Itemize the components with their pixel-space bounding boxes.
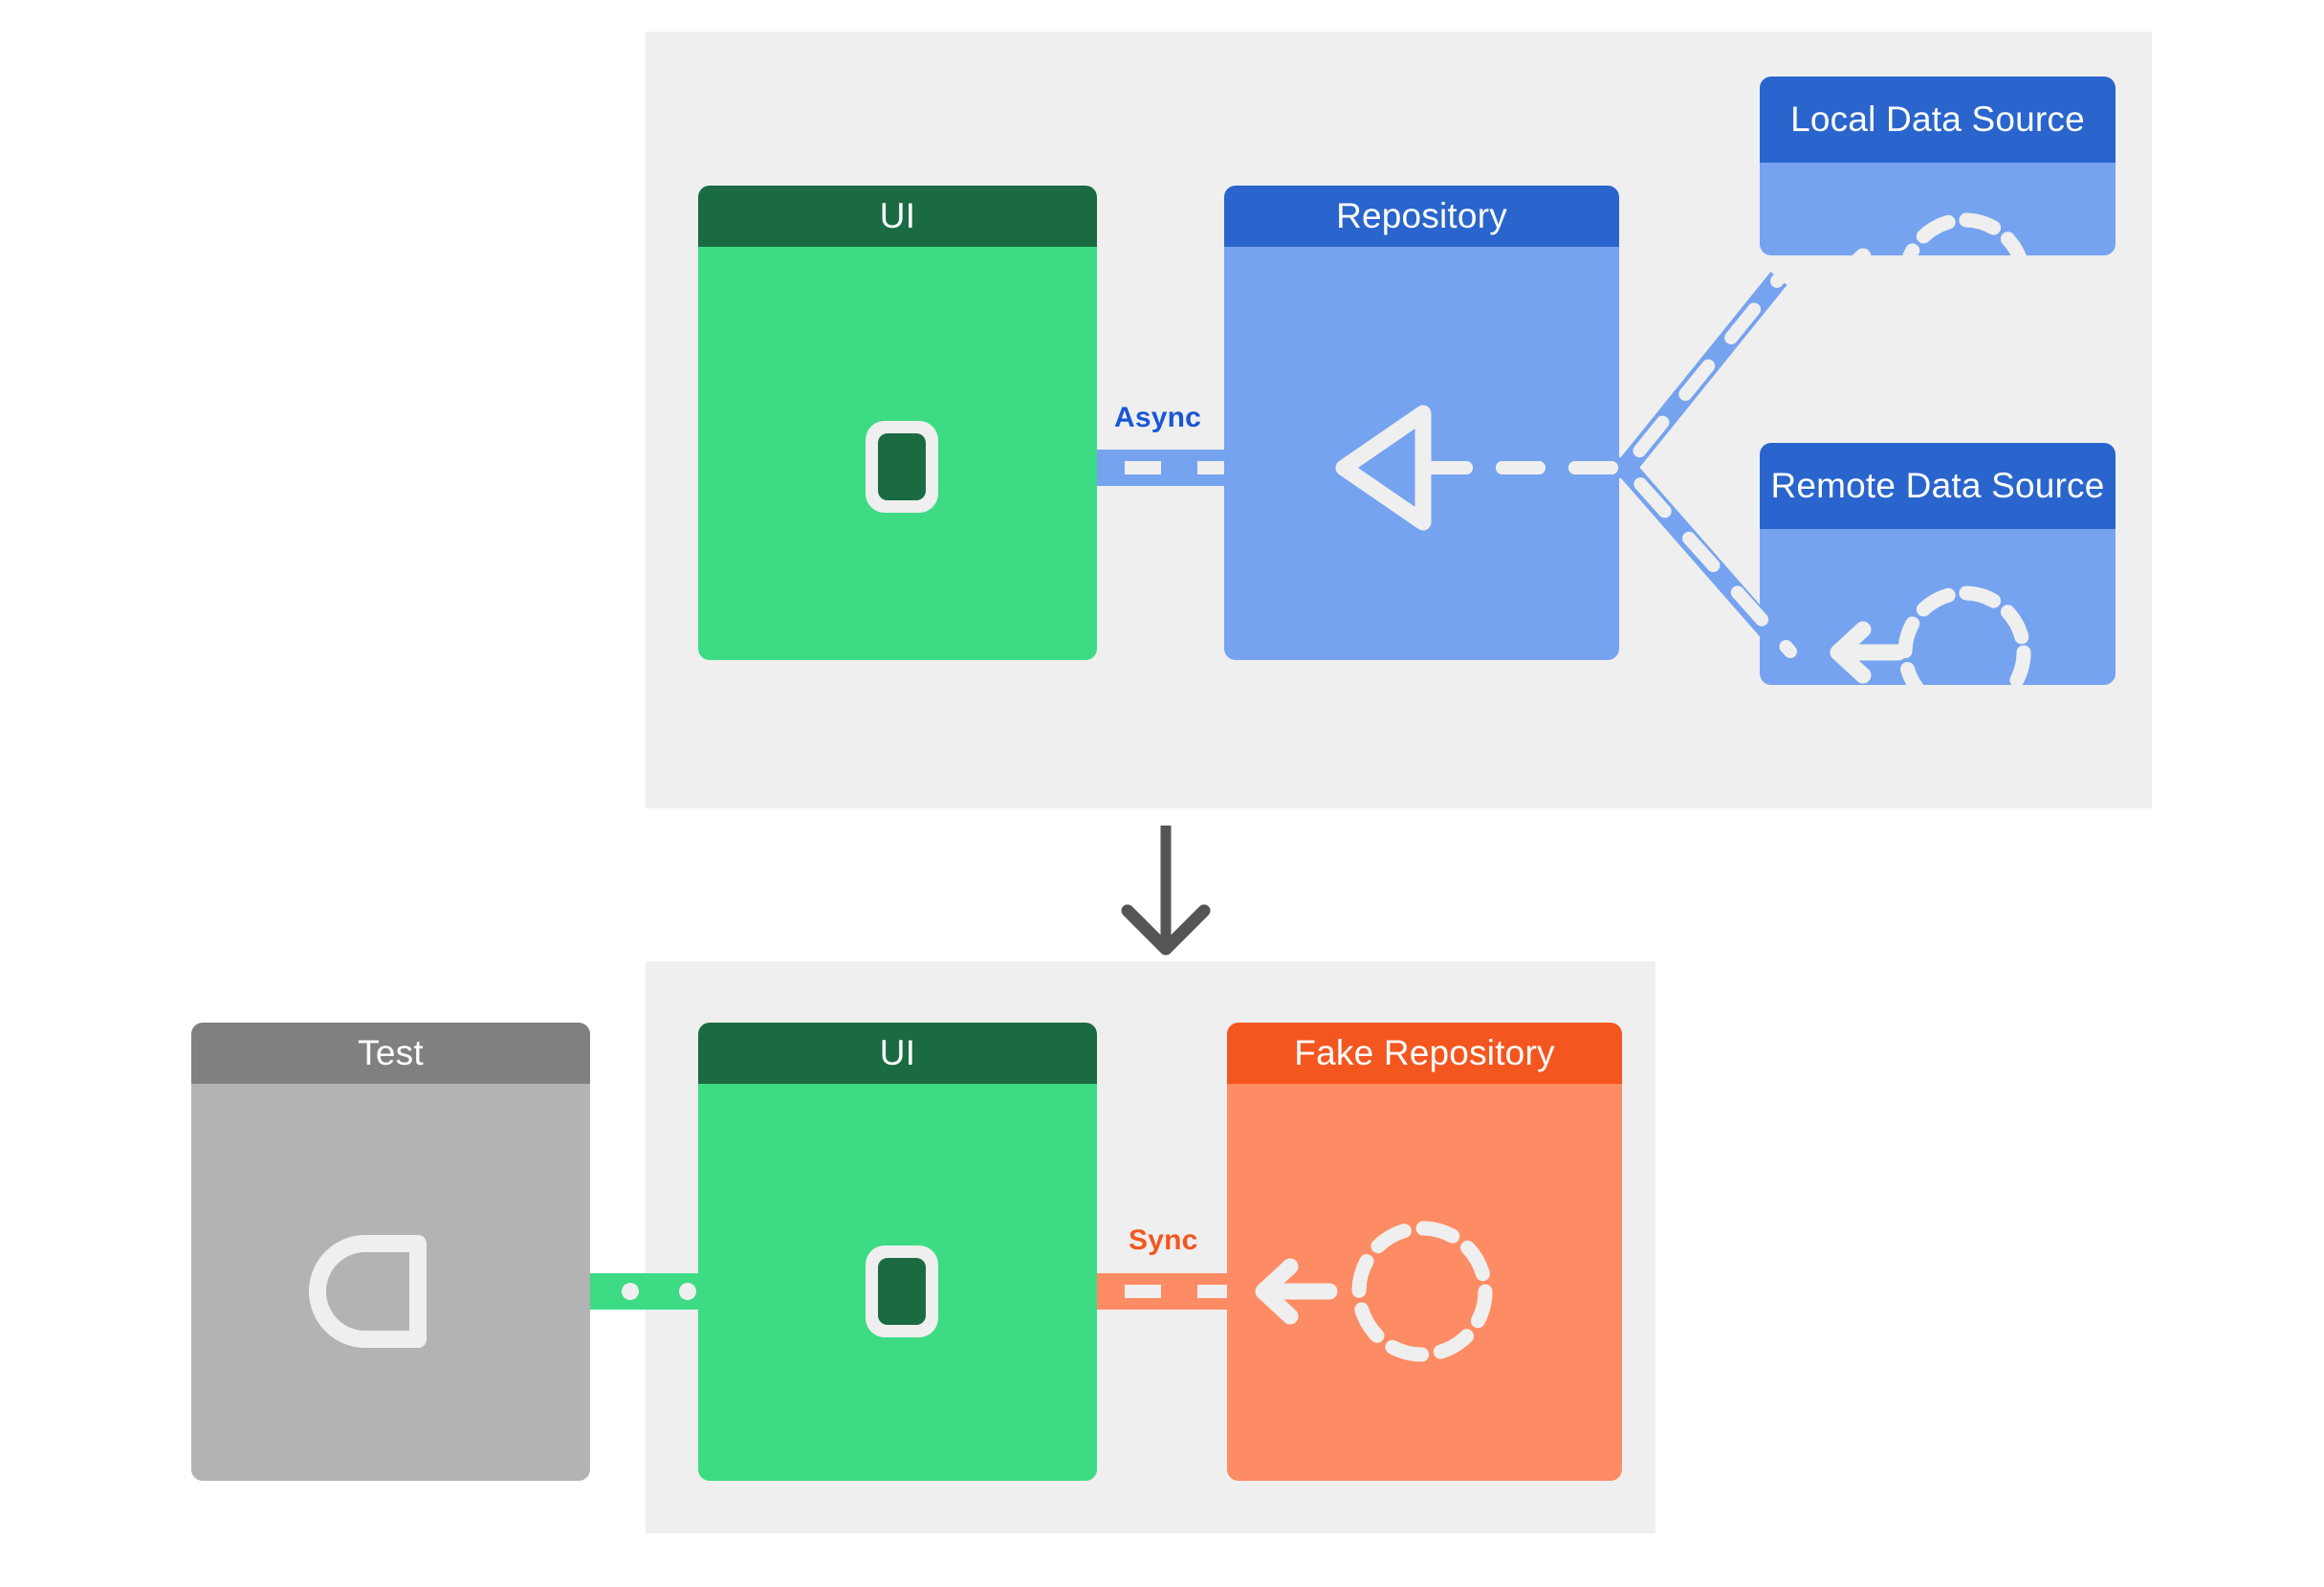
down-arrow-icon (1121, 826, 1211, 956)
card-title-fake-repository: Fake Repository (1227, 1023, 1622, 1084)
card-title-local-data-source: Local Data Source (1760, 77, 2116, 163)
card-body-ui (698, 247, 1097, 660)
card-body-remote-data-source (1760, 529, 2116, 685)
card-repository[interactable]: Repository (1224, 186, 1619, 660)
card-body-fake-repository (1227, 1084, 1622, 1481)
connector-label-async: Async (1114, 402, 1202, 433)
card-ui-production[interactable]: UI (698, 186, 1097, 660)
card-title-test: Test (191, 1023, 590, 1084)
card-title-ui: UI (698, 186, 1097, 247)
card-title-ui: UI (698, 1023, 1097, 1084)
card-test[interactable]: Test (191, 1023, 590, 1481)
card-title-remote-data-source: Remote Data Source (1760, 443, 2116, 529)
connector-label-sync: Sync (1129, 1224, 1198, 1256)
card-body-repository (1224, 247, 1619, 660)
card-fake-repository[interactable]: Fake Repository (1227, 1023, 1622, 1481)
card-ui-test[interactable]: UI (698, 1023, 1097, 1481)
card-local-data-source[interactable]: Local Data Source (1760, 77, 2116, 255)
card-body-local-data-source (1760, 163, 2116, 255)
card-body-ui (698, 1084, 1097, 1481)
card-title-repository: Repository (1224, 186, 1619, 247)
card-remote-data-source[interactable]: Remote Data Source (1760, 443, 2116, 685)
card-body-test (191, 1084, 590, 1481)
